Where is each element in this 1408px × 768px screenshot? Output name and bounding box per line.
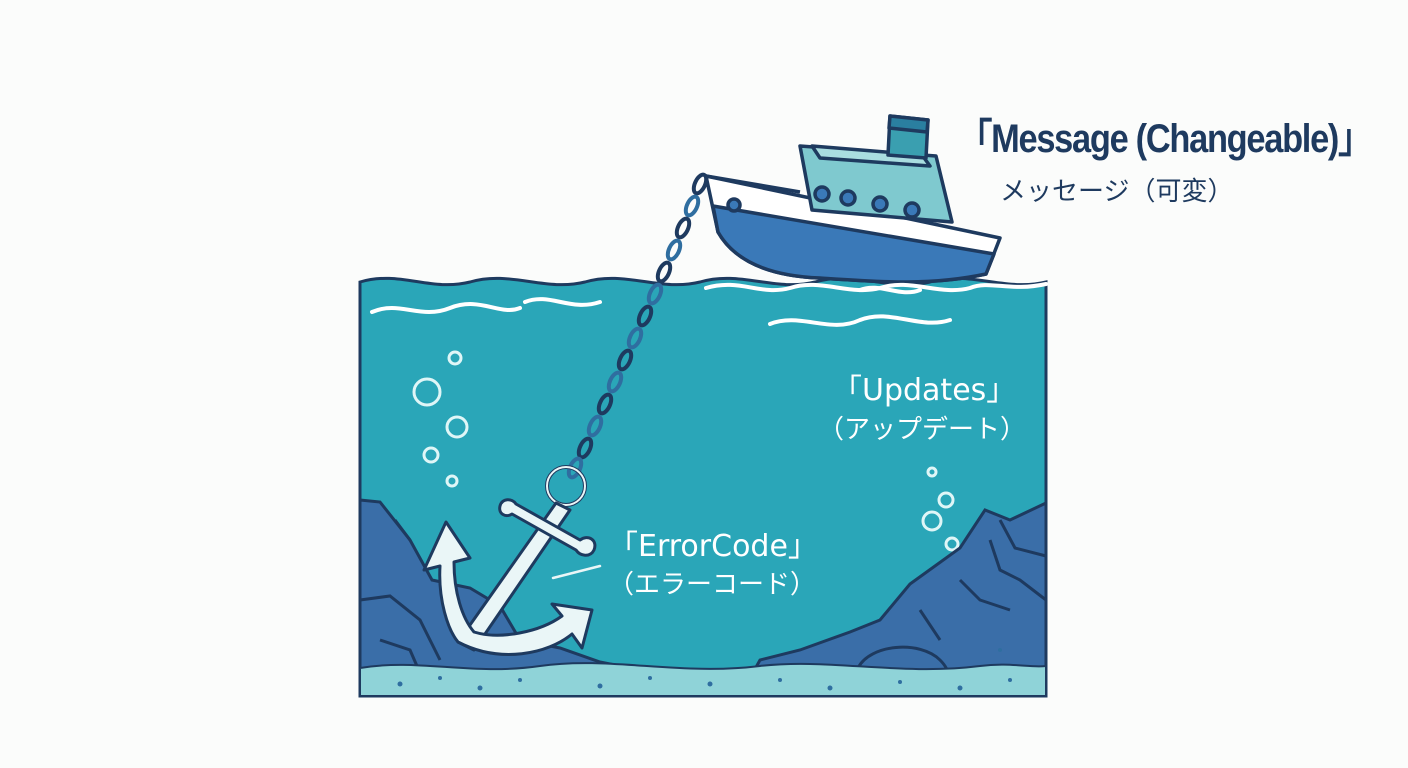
- updates-sublabel: （アップデート）: [818, 415, 1027, 445]
- bubble-icon: [412, 350, 960, 552]
- chain-icon: [566, 172, 709, 480]
- updates-label: 「Updates」: [832, 373, 1017, 408]
- ship-waterline: [704, 282, 1048, 293]
- wave-line: [523, 297, 602, 307]
- message-label: 「Message (Changeable)」: [958, 117, 1372, 161]
- errorcode-label: 「ErrorCode」: [608, 529, 818, 564]
- wave-line: [370, 302, 522, 314]
- message-sublabel: メッセージ（可変）: [1000, 177, 1234, 207]
- seabed: [359, 648, 1047, 697]
- leader-line: [551, 564, 602, 580]
- errorcode-sublabel: （エラーコード）: [608, 570, 817, 600]
- anchor-icon: [422, 465, 597, 656]
- wave-line: [768, 314, 952, 327]
- ship-icon: [704, 114, 1002, 284]
